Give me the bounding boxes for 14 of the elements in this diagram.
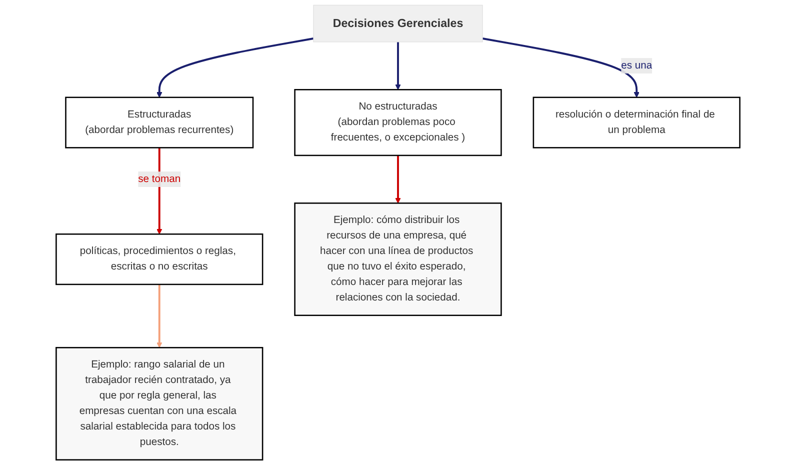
edge-label: es una bbox=[621, 60, 652, 71]
node-box: Ejemplo: rango salarial de un trabajador recién contratado, ya que por regla general, las empresas cuentan con una escala salarial establecida para todos los puestos. bbox=[56, 346, 264, 460]
node-box: políticas, procedimientos o reglas, escritas o no escritas bbox=[56, 233, 264, 286]
node-box: resolución o determinación final de un problema bbox=[532, 96, 740, 148]
node-box: Decisiones Gerenciales bbox=[313, 4, 483, 42]
node-box: No estructuradas (abordan problemas poco frecuentes, o excepcionales ) bbox=[294, 89, 502, 156]
arrow bbox=[395, 42, 401, 90]
node-box: Estructuradas (abordar problemas recurrentes) bbox=[65, 96, 254, 148]
node-box: Ejemplo: cómo distribuir los recursos de una empresa, qué hacer con una línea de productos que no tuvo el éxito esperado, cómo hacer para mejorar las relaciones con la sociedad. bbox=[294, 202, 502, 316]
arrow bbox=[395, 155, 401, 204]
arrow bbox=[482, 38, 640, 98]
edge-label: se toman bbox=[138, 173, 181, 184]
arrow bbox=[156, 38, 314, 98]
arrow bbox=[156, 284, 162, 348]
